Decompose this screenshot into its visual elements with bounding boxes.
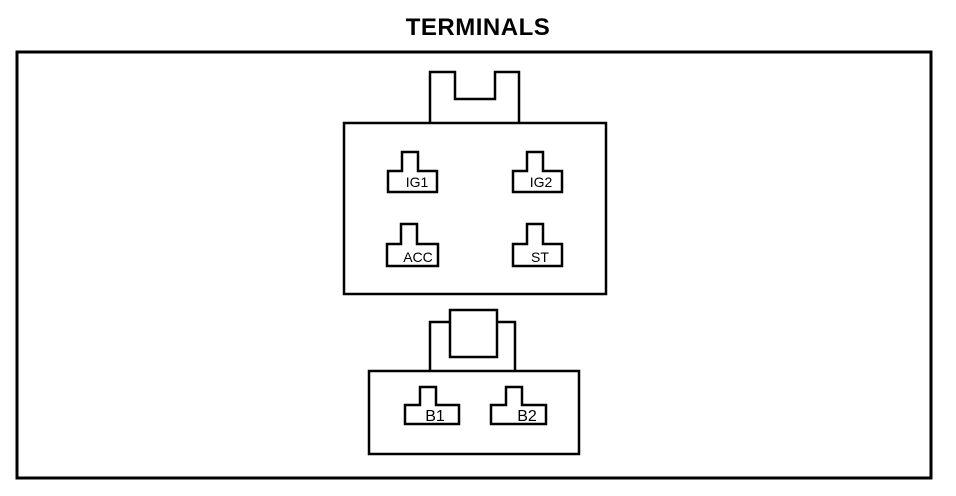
terminal-label: ST <box>531 249 549 265</box>
upper-connector: IG1 IG2 ACC ST <box>342 70 608 296</box>
terminal-label: B2 <box>517 408 537 425</box>
terminal-acc: ACC <box>385 222 440 268</box>
lower-connector: B1 B2 <box>367 308 581 456</box>
terminal-label: ACC <box>403 249 433 265</box>
terminal-label: IG1 <box>406 174 429 190</box>
lower-connector-body <box>367 369 581 456</box>
terminal-label: B1 <box>425 408 445 425</box>
outer-frame <box>15 50 933 480</box>
terminal-b2: B2 <box>489 385 548 426</box>
diagram-title: TERMINALS <box>405 14 551 41</box>
terminal-ig2: IG2 <box>511 150 564 194</box>
terminal-st: ST <box>511 222 564 268</box>
terminal-ig1: IG1 <box>386 150 439 194</box>
upper-connector-latch <box>428 70 521 123</box>
terminal-label: IG2 <box>530 174 553 190</box>
terminal-b1: B1 <box>403 385 461 426</box>
upper-connector-body <box>342 121 608 296</box>
lower-connector-latch-inner <box>448 308 499 359</box>
